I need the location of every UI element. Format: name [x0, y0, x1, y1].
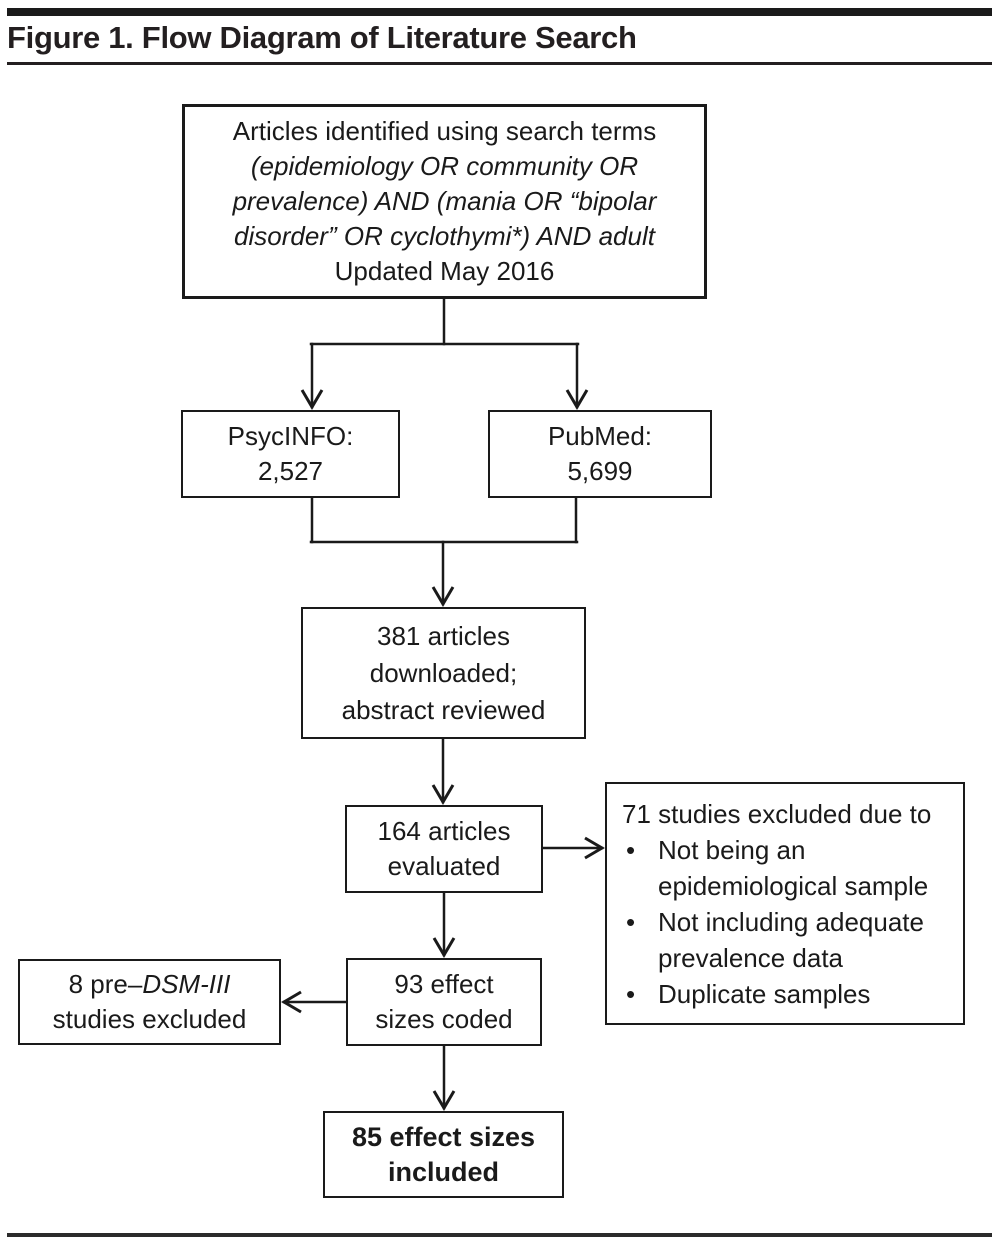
search-terms-line5: Updated May 2016 [334, 256, 555, 286]
bottom-rule-bar [7, 1233, 992, 1237]
included-line1: 85 effect sizes [351, 1121, 536, 1152]
excluded-reason-item: Not being an epidemiological sample [622, 832, 953, 904]
pubmed-box: PubMed: 5,699 [488, 410, 712, 498]
excluded-reason-item: Not including adequate prevalence data [622, 904, 953, 976]
search-terms-line2: (epidemiology OR community OR [250, 151, 639, 181]
downloaded-box: 381 articles downloaded; abstract review… [301, 607, 586, 739]
evaluated-line2: evaluated [387, 851, 501, 881]
excluded-studies-box: 71 studies excluded due to Not being an … [605, 782, 965, 1025]
coded-box: 93 effect sizes coded [346, 958, 542, 1046]
excluded-studies-title: 71 studies excluded due to [622, 799, 932, 829]
search-terms-line4: disorder” OR cyclothymi*) AND adult [234, 221, 655, 251]
dsm-excluded-prefix: 8 pre– [68, 969, 143, 999]
excluded-reason-item: Duplicate samples [622, 976, 953, 1012]
title-underline-rule [7, 62, 992, 65]
downloaded-line1: 381 articles [377, 620, 510, 651]
coded-line1: 93 effect [394, 969, 494, 999]
dsm-excluded-box: 8 pre–DSM-III studies excluded [18, 959, 281, 1045]
dsm-excluded-line2: studies excluded [52, 1004, 247, 1034]
search-terms-box: Articles identified using search terms (… [182, 104, 707, 299]
coded-line2: sizes coded [375, 1004, 513, 1034]
included-box: 85 effect sizes included [323, 1111, 564, 1198]
pubmed-count: 5,699 [567, 456, 633, 486]
search-terms-line1: Articles identified using search terms [232, 116, 657, 146]
search-terms-line3: prevalence) AND (mania OR “bipolar [232, 186, 657, 216]
dsm-excluded-manual: DSM-III [142, 969, 231, 999]
included-line2: included [387, 1156, 499, 1187]
excluded-reasons-list: Not being an epidemiological sample Not … [622, 832, 953, 1012]
psycinfo-box: PsycINFO: 2,527 [181, 410, 400, 498]
downloaded-line3: abstract reviewed [341, 694, 546, 725]
psycinfo-count: 2,527 [257, 456, 324, 486]
psycinfo-label: PsycINFO: [227, 421, 354, 451]
evaluated-line1: 164 articles [377, 816, 511, 846]
downloaded-line2: downloaded; [369, 657, 518, 688]
evaluated-box: 164 articles evaluated [345, 805, 543, 893]
top-rule-bar [7, 8, 992, 16]
dsm-excluded-line1: 8 pre–DSM-III [69, 967, 231, 1002]
figure-title: Figure 1. Flow Diagram of Literature Sea… [7, 20, 637, 55]
pubmed-label: PubMed: [547, 421, 653, 451]
